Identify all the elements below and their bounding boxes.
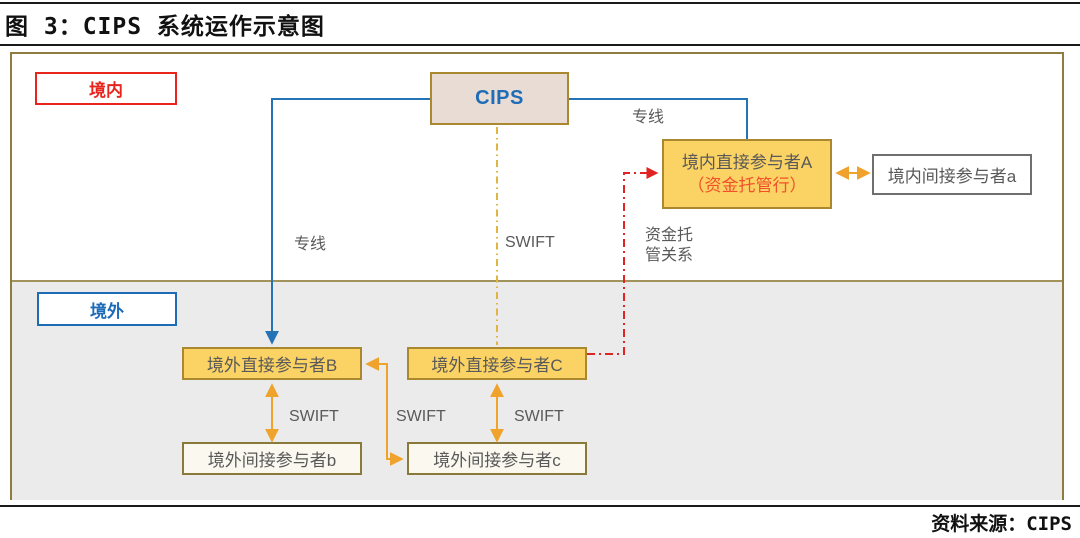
swift-label-c-c: SWIFT — [514, 408, 564, 425]
overseas-indirect-participant-c-node: 境外间接参与者c — [407, 442, 587, 475]
custody-relationship-label-line2: 管关系 — [645, 247, 694, 264]
overseas-direct-participant-c-node: 境外直接参与者C — [407, 347, 587, 380]
cips-node: CIPS — [430, 72, 569, 125]
overseas-direct-participant-b-node: 境外直接参与者B — [182, 347, 362, 380]
diagram-canvas: 境内 境外 CIPS 境内直接参与者A （资金托管行） 境内间接参与者a 境外直… — [10, 52, 1064, 500]
source-text: 资料来源：CIPS — [931, 513, 1072, 535]
domestic-label: 境内 — [89, 81, 123, 100]
top-rule — [0, 2, 1080, 4]
overseas-indirect-participant-c-label: 境外间接参与者c — [433, 451, 561, 470]
overseas-label-box: 境外 — [37, 292, 177, 326]
domestic-indirect-participant-a-node: 境内间接参与者a — [872, 154, 1032, 195]
overseas-indirect-participant-b-label: 境外间接参与者b — [207, 451, 337, 470]
swift-label-b-b: SWIFT — [289, 408, 339, 425]
domestic-indirect-participant-a-label: 境内间接参与者a — [887, 167, 1017, 186]
swift-label-cips-c: SWIFT — [505, 234, 555, 251]
domestic-direct-participant-a-label: 境内直接参与者A — [681, 153, 813, 172]
footer-rule — [0, 505, 1080, 507]
overseas-label: 境外 — [90, 301, 124, 321]
overseas-indirect-participant-b-node: 境外间接参与者b — [182, 442, 362, 475]
dedicated-line-label-right: 专线 — [632, 109, 665, 126]
overseas-direct-participant-b-label: 境外直接参与者B — [206, 356, 338, 375]
domestic-direct-participant-a-node: 境内直接参与者A （资金托管行） — [662, 139, 832, 209]
swift-label-b-c: SWIFT — [396, 408, 446, 425]
custody-relationship-label-line1: 资金托 — [645, 227, 694, 244]
overseas-direct-participant-c-label: 境外直接参与者C — [431, 356, 563, 375]
custodian-bank-label: （资金托管行） — [687, 176, 807, 195]
title-bottom-rule — [0, 44, 1080, 46]
domestic-label-box: 境内 — [35, 72, 177, 105]
cips-node-label: CIPS — [475, 87, 524, 109]
dedicated-line-label-left: 专线 — [294, 236, 327, 253]
figure-title: 图 3：CIPS 系统运作示意图 — [5, 14, 325, 40]
custody-relationship-label: 资金托 管关系 — [645, 226, 693, 266]
